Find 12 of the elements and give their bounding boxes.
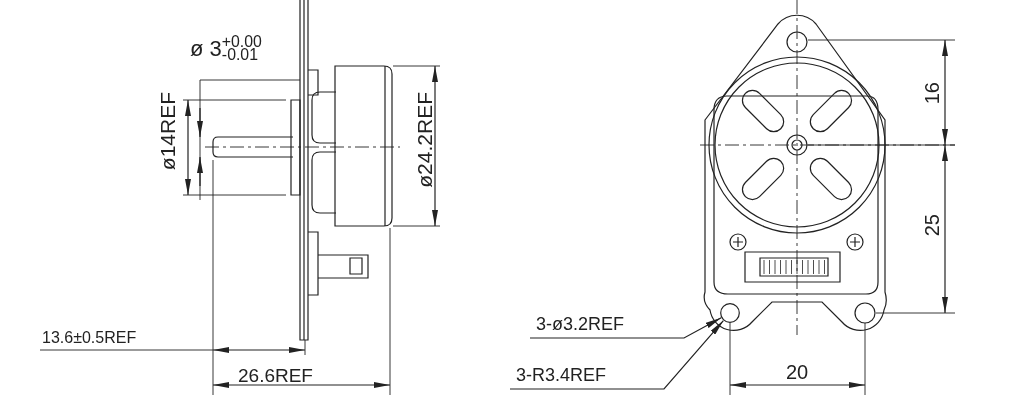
dimension-label: 16 bbox=[922, 82, 942, 105]
dimension-label: ø24.2REF bbox=[414, 92, 435, 188]
dimension-label: 20 bbox=[786, 362, 809, 382]
mounting-hole bbox=[720, 303, 740, 323]
dimension-label: 25 bbox=[922, 214, 942, 237]
callout-label: 3-ø3.2REF bbox=[536, 315, 625, 333]
callout-label: 3-R3.4REF bbox=[516, 366, 607, 384]
dimension-label: 26.6REF bbox=[238, 366, 313, 385]
dimension-label: ø14REF bbox=[157, 92, 178, 171]
leader-line bbox=[509, 320, 724, 390]
dimension-label: 13.6±0.5REF bbox=[42, 330, 137, 346]
leader-line bbox=[529, 317, 722, 339]
